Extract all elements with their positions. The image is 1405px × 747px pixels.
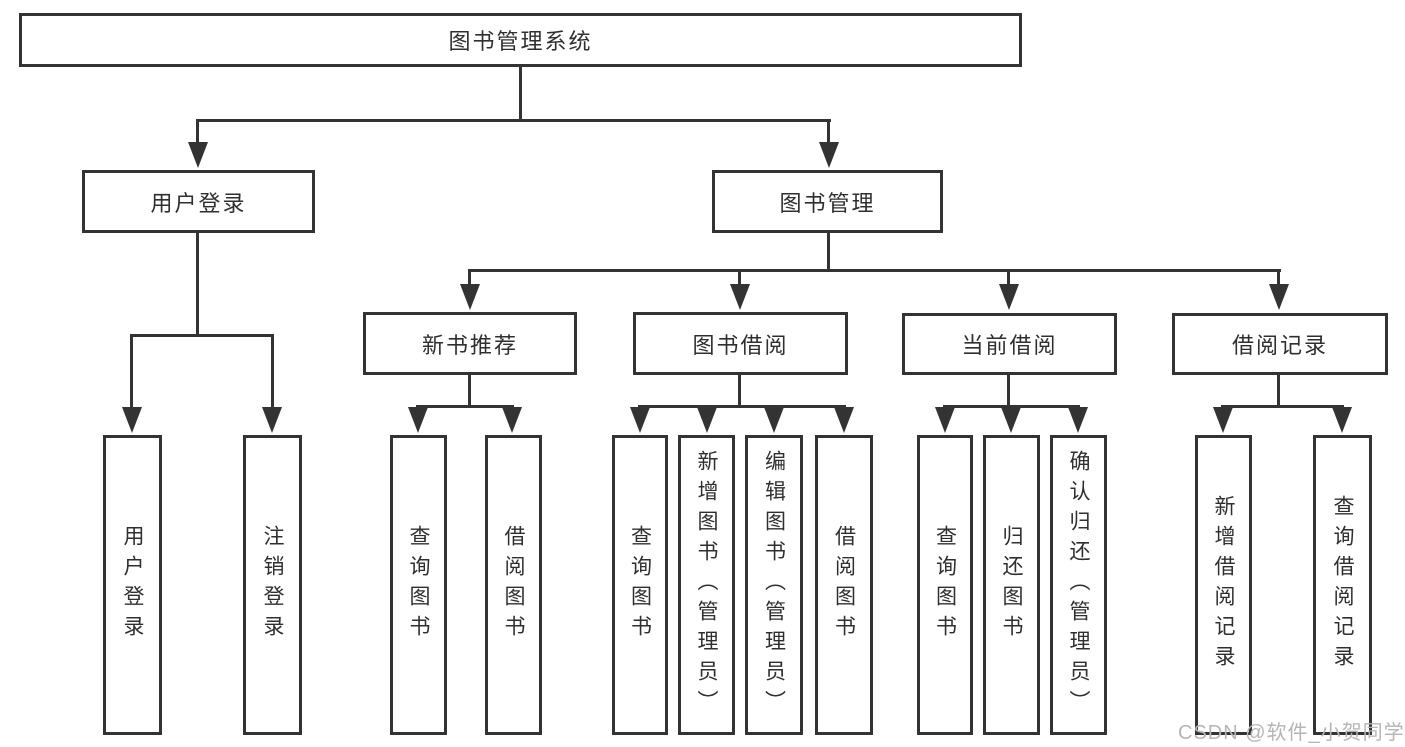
leaf-logout: 注销登录: [243, 435, 302, 735]
connector-borrow-records-drop: [1277, 374, 1280, 407]
arrow-down-icon: [935, 407, 955, 433]
arrow-down-icon: [630, 407, 650, 433]
leaf-add-borrow-record-label: 新增借阅记录: [1212, 495, 1235, 675]
node-borrow-records: 借阅记录: [1172, 313, 1388, 375]
leaf-borrow-book: 借阅图书: [485, 435, 542, 735]
csdn-watermark: CSDN @软件_小贺同学: [1178, 722, 1405, 744]
node-book-mgmt-label: 图书管理: [779, 190, 876, 216]
connector-to-new-book-recommend: [468, 269, 471, 289]
leaf-query-book: 查询图书: [612, 435, 668, 735]
leaf-user-login-label: 用户登录: [121, 525, 144, 645]
connector-root-hbar: [196, 119, 831, 122]
leaf-edit-book-admin-label: 编辑图书（管理员）: [762, 450, 786, 720]
arrow-down-icon: [122, 407, 142, 433]
node-user-login-label: 用户登录: [150, 190, 247, 216]
connector-user-login-hbar: [130, 334, 274, 337]
connector-new-book-drop: [468, 374, 471, 407]
connector-book-borrow-drop: [738, 374, 741, 407]
arrow-down-icon: [1213, 407, 1233, 433]
arrow-down-icon: [1332, 407, 1352, 433]
node-new-book-recommend-label: 新书推荐: [421, 332, 518, 358]
connector-current-borrow-hbar: [943, 405, 1080, 408]
node-user-login: 用户登录: [82, 170, 315, 233]
leaf-query-book: 查询图书: [390, 435, 447, 735]
node-borrow-records-label: 借阅记录: [1231, 333, 1328, 358]
connector-borrow-records-hbar: [1221, 405, 1344, 408]
connector-user-login-drop: [196, 232, 199, 337]
node-new-book-recommend: 新书推荐: [363, 312, 577, 375]
arrow-down-icon: [764, 407, 784, 433]
connector-to-user-login: [196, 119, 199, 149]
leaf-query-book-label: 查询图书: [628, 525, 652, 645]
leaf-confirm-return-admin: 确认归还（管理员）: [1050, 435, 1107, 735]
arrow-down-icon: [1068, 407, 1088, 433]
arrow-down-icon: [730, 284, 750, 310]
leaf-query-book-label: 查询图书: [933, 525, 957, 645]
node-book-mgmt: 图书管理: [712, 170, 943, 233]
leaf-logout-label: 注销登录: [261, 525, 284, 645]
arrow-down-icon: [502, 407, 522, 433]
connector-book-borrow-hbar: [638, 405, 846, 408]
arrow-down-icon: [1001, 407, 1021, 433]
leaf-query-book: 查询图书: [917, 435, 973, 735]
leaf-add-book-admin: 新增图书（管理员）: [678, 435, 735, 735]
connector-to-current-borrow: [1007, 269, 1010, 289]
connector-to-book-borrow: [738, 269, 741, 289]
leaf-edit-book-admin: 编辑图书（管理员）: [745, 435, 803, 735]
arrow-down-icon: [999, 284, 1019, 310]
leaf-confirm-return-admin-label: 确认归还（管理员）: [1067, 450, 1090, 720]
leaf-query-borrow-record-label: 查询借阅记录: [1331, 495, 1354, 675]
connector-root-drop: [519, 66, 522, 121]
node-current-borrow-label: 当前借阅: [961, 333, 1058, 358]
arrow-down-icon: [697, 407, 717, 433]
node-root-label: 图书管理系统: [448, 29, 593, 54]
leaf-borrow-book-label: 借阅图书: [832, 525, 856, 645]
connector-to-leaf-logout: [271, 334, 274, 412]
node-current-borrow: 当前借阅: [902, 313, 1117, 375]
leaf-borrow-book-label: 借阅图书: [502, 525, 525, 645]
connector-current-borrow-drop: [1007, 374, 1010, 407]
node-book-borrow-label: 图书借阅: [692, 332, 789, 358]
arrow-down-icon: [408, 407, 428, 433]
arrow-down-icon: [188, 142, 208, 168]
leaf-query-borrow-record: 查询借阅记录: [1313, 435, 1372, 735]
leaf-return-book-label: 归还图书: [1000, 525, 1023, 645]
leaf-borrow-book: 借阅图书: [815, 435, 873, 735]
connector-to-leaf-user-login: [130, 334, 133, 412]
connector-to-book-mgmt: [827, 119, 830, 149]
leaf-user-login: 用户登录: [103, 435, 162, 735]
leaf-query-book-label: 查询图书: [407, 525, 430, 645]
node-book-borrow: 图书借阅: [633, 312, 848, 375]
leaf-add-book-admin-label: 新增图书（管理员）: [695, 450, 718, 720]
connector-book-mgmt-hbar: [468, 269, 1281, 272]
arrow-down-icon: [262, 407, 282, 433]
leaf-add-borrow-record: 新增借阅记录: [1195, 435, 1252, 735]
arrow-down-icon: [1269, 284, 1289, 310]
leaf-return-book: 归还图书: [983, 435, 1040, 735]
connector-to-borrow-records: [1277, 269, 1280, 289]
arrow-down-icon: [834, 407, 854, 433]
node-root: 图书管理系统: [19, 13, 1022, 67]
arrow-down-icon: [460, 284, 480, 310]
arrow-down-icon: [819, 142, 839, 168]
connector-new-book-hbar: [416, 405, 514, 408]
connector-book-mgmt-drop: [827, 232, 830, 271]
